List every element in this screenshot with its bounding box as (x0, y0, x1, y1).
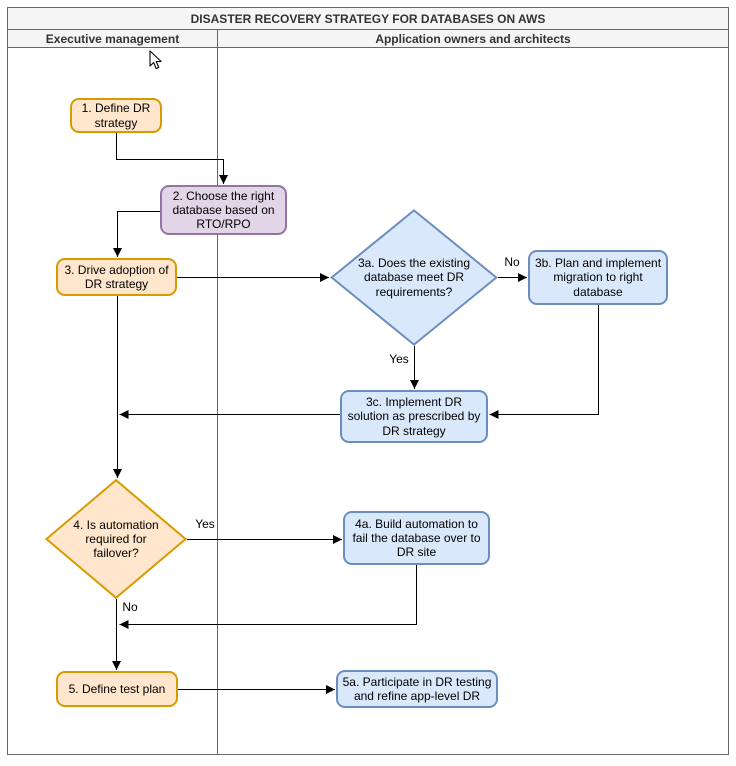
edge-label-no-3a: No (504, 255, 520, 269)
edge-label-no-4: No (122, 600, 138, 614)
lane-divider (217, 30, 218, 754)
lane-header-executive-management: Executive management (8, 30, 217, 48)
edge-1-to-2 (116, 133, 228, 184)
edge-3b-to-3c (489, 305, 599, 419)
diamond-label: 4. Is automation required for failover? (73, 517, 159, 561)
diamond-shape (45, 479, 187, 599)
node-5-define-test-plan[interactable]: 5. Define test plan (56, 671, 178, 707)
edge-label-yes-4: Yes (195, 517, 215, 531)
node-2-choose-database[interactable]: 2. Choose the right database based on RT… (160, 185, 287, 235)
diamond-label: 3a. Does the existing database meet DR r… (357, 256, 471, 299)
node-3-drive-adoption[interactable]: 3. Drive adoption of DR strategy (56, 258, 177, 296)
node-4a-build-automation[interactable]: 4a. Build automation to fail the databas… (343, 511, 490, 565)
edge-4a-return (119, 565, 417, 629)
node-3a-decision-existing-database[interactable]: 3a. Does the existing database meet DR r… (330, 209, 498, 346)
edge-label-yes-3a: Yes (389, 352, 409, 366)
node-3b-plan-migration[interactable]: 3b. Plan and implement migration to righ… (528, 250, 668, 305)
node-4-decision-automation[interactable]: 4. Is automation required for failover? (45, 479, 187, 599)
node-5a-participate-dr-testing[interactable]: 5a. Participate in DR testing and refine… (336, 670, 498, 708)
node-1-define-dr-strategy[interactable]: 1. Define DR strategy (70, 98, 162, 133)
lane-header-application-owners: Application owners and architects (218, 30, 728, 48)
node-3c-implement-dr-solution[interactable]: 3c. Implement DR solution as prescribed … (340, 390, 488, 443)
diamond-shape (330, 209, 498, 346)
diagram-title: DISASTER RECOVERY STRATEGY FOR DATABASES… (8, 8, 728, 30)
edge-2-to-3 (113, 211, 160, 257)
mouse-cursor-icon (149, 50, 162, 70)
